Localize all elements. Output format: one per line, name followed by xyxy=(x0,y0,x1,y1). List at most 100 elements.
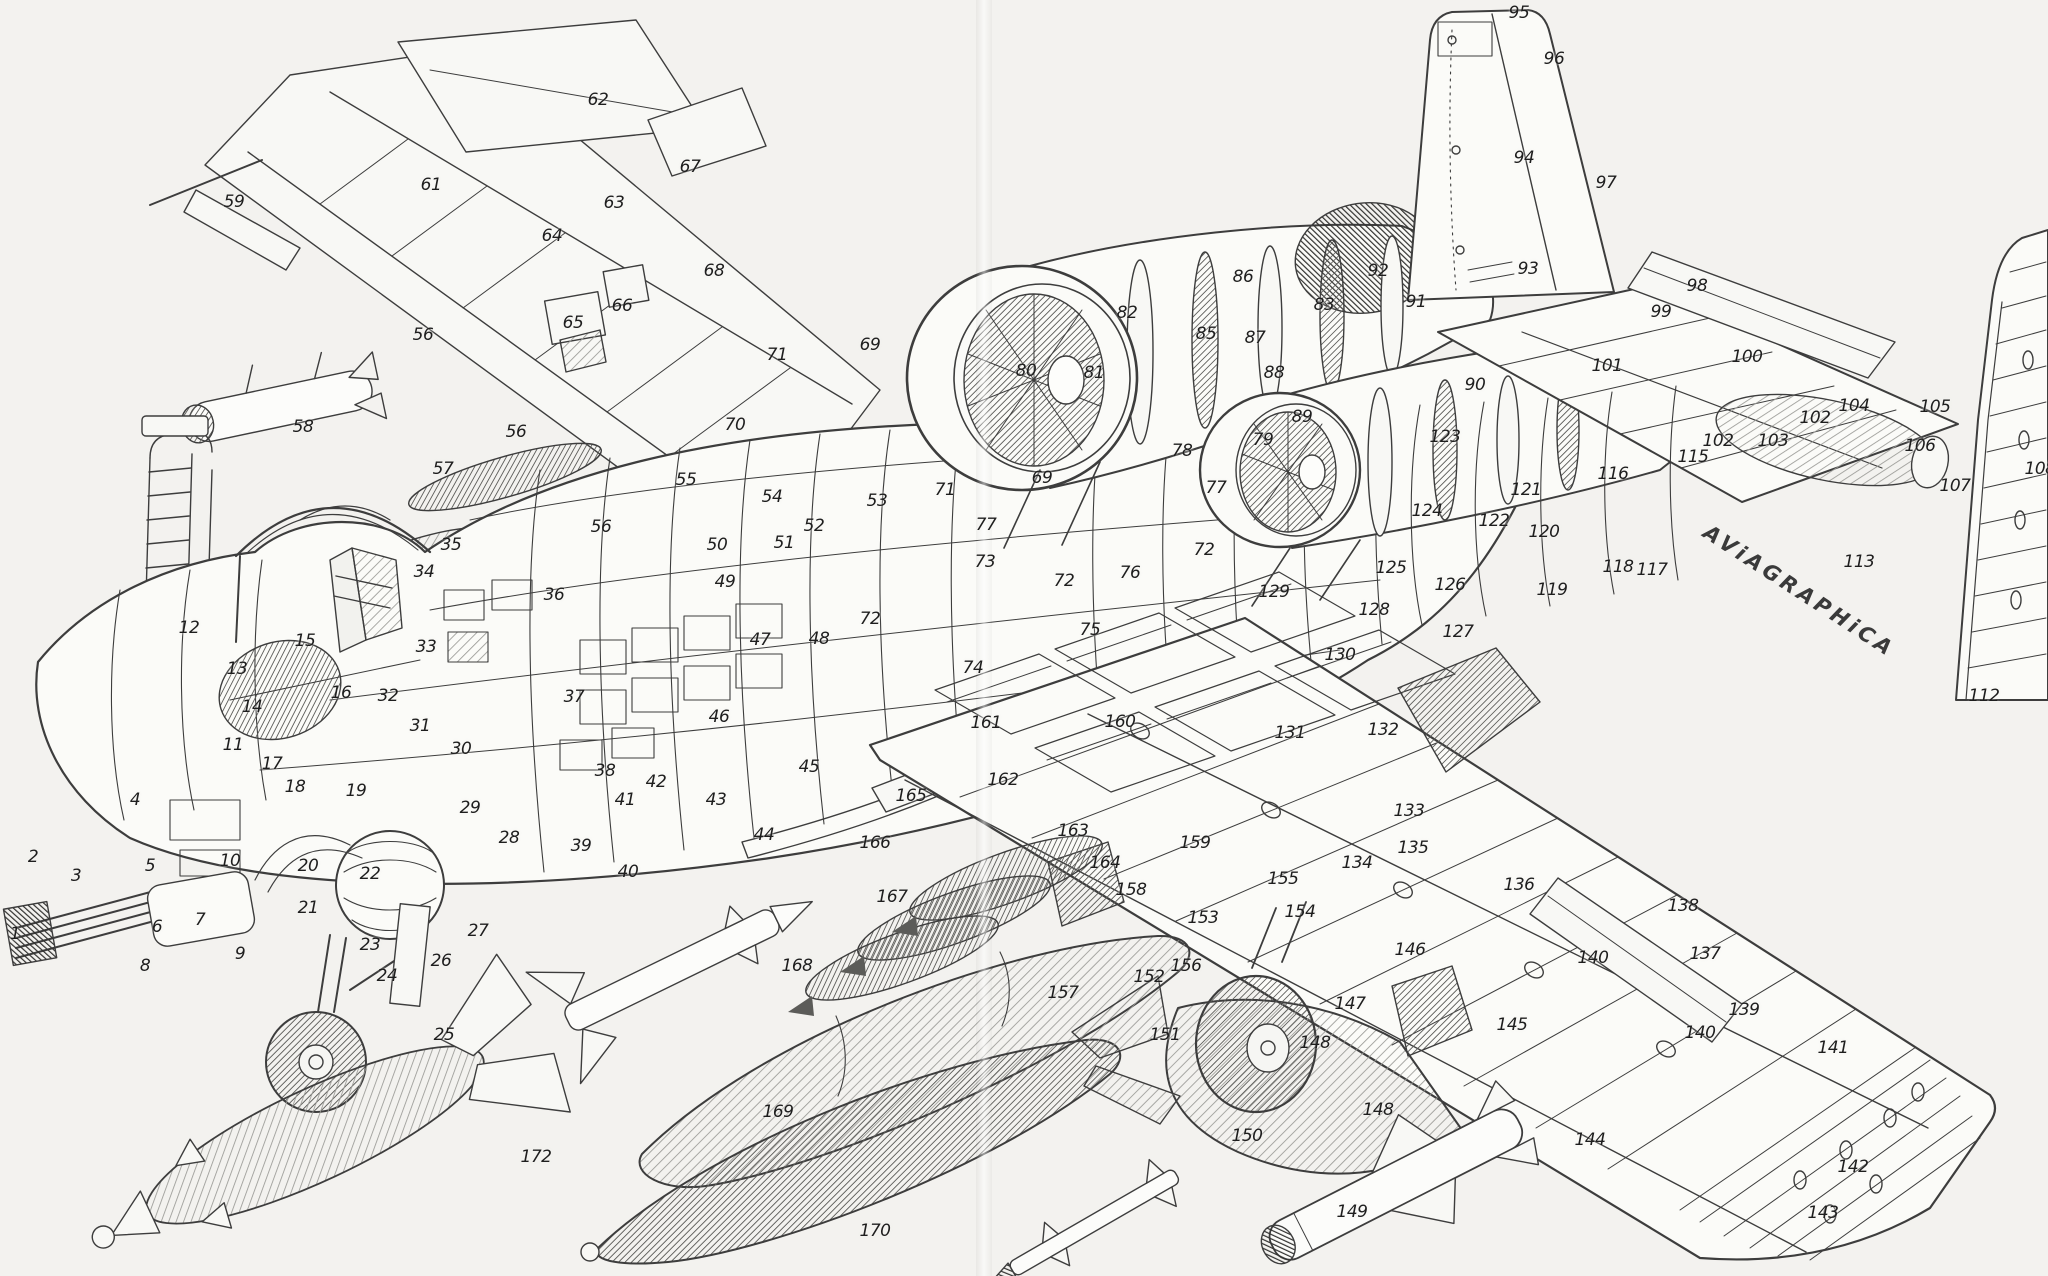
callout-76: 76 xyxy=(1119,563,1141,583)
callout-73: 73 xyxy=(974,552,996,572)
callout-38: 38 xyxy=(594,761,616,781)
callout-103: 103 xyxy=(1757,431,1789,451)
callout-51: 51 xyxy=(773,533,795,553)
callout-46: 46 xyxy=(708,707,730,727)
callout-169: 169 xyxy=(762,1102,794,1122)
callout-107: 107 xyxy=(1939,476,1971,496)
callout-72: 72 xyxy=(1193,540,1215,560)
callout-130: 130 xyxy=(1324,645,1356,665)
callout-102: 102 xyxy=(1702,431,1734,451)
callout-7: 7 xyxy=(194,910,206,930)
callout-83: 83 xyxy=(1313,295,1335,315)
callout-71: 71 xyxy=(766,345,788,365)
main-gear xyxy=(1165,901,1463,1175)
callout-104: 104 xyxy=(1838,396,1870,416)
callout-81: 81 xyxy=(1083,363,1105,383)
callout-132: 132 xyxy=(1367,720,1399,740)
callout-139: 139 xyxy=(1728,1000,1760,1020)
callout-128: 128 xyxy=(1358,600,1390,620)
callout-101: 101 xyxy=(1591,356,1623,376)
callout-90: 90 xyxy=(1464,375,1486,395)
callout-6: 6 xyxy=(151,917,163,937)
callout-141: 141 xyxy=(1817,1038,1849,1058)
callout-137: 137 xyxy=(1689,944,1721,964)
callout-57: 57 xyxy=(432,459,454,479)
callout-158: 158 xyxy=(1115,880,1147,900)
callout-11: 11 xyxy=(222,735,244,755)
callout-35: 35 xyxy=(440,535,462,555)
callout-117: 117 xyxy=(1636,560,1668,580)
callout-33: 33 xyxy=(415,637,437,657)
callout-156: 156 xyxy=(1170,956,1202,976)
callout-29: 29 xyxy=(459,798,481,818)
callout-123: 123 xyxy=(1429,427,1461,447)
callout-56: 56 xyxy=(412,325,434,345)
callout-10: 10 xyxy=(219,851,241,871)
callout-48: 48 xyxy=(808,629,830,649)
callout-94: 94 xyxy=(1513,148,1535,168)
callout-24: 24 xyxy=(376,966,398,986)
right-wing xyxy=(868,571,1997,1261)
callout-77: 77 xyxy=(1205,478,1227,498)
callout-145: 145 xyxy=(1496,1015,1528,1035)
tail-fin-right xyxy=(1955,229,2048,701)
callout-56: 56 xyxy=(505,422,527,442)
elevator-panel xyxy=(1627,251,1896,379)
callout-20: 20 xyxy=(297,856,319,876)
callout-28: 28 xyxy=(498,828,520,848)
callout-42: 42 xyxy=(645,772,667,792)
callout-49: 49 xyxy=(714,572,736,592)
callout-99: 99 xyxy=(1650,302,1672,322)
callout-154: 154 xyxy=(1284,902,1316,922)
callout-152: 152 xyxy=(1133,967,1165,987)
callout-89: 89 xyxy=(1291,407,1313,427)
callout-118: 118 xyxy=(1602,557,1634,577)
callout-140: 140 xyxy=(1577,948,1609,968)
callout-36: 36 xyxy=(543,585,565,605)
ejection-seat xyxy=(329,547,403,653)
callout-92: 92 xyxy=(1367,261,1389,281)
callout-127: 127 xyxy=(1442,622,1474,642)
callout-133: 133 xyxy=(1393,801,1425,821)
ecm-pod xyxy=(180,351,388,444)
callout-166: 166 xyxy=(859,833,891,853)
callout-1: 1 xyxy=(9,924,21,944)
callout-22: 22 xyxy=(359,864,381,884)
callout-55: 55 xyxy=(675,470,697,490)
callout-43: 43 xyxy=(705,790,727,810)
callout-165: 165 xyxy=(895,786,927,806)
callout-50: 50 xyxy=(706,535,728,555)
callout-69: 69 xyxy=(859,335,881,355)
callout-14: 14 xyxy=(241,697,263,717)
callout-67: 67 xyxy=(679,157,701,177)
callout-25: 25 xyxy=(433,1025,455,1045)
callout-75: 75 xyxy=(1079,620,1101,640)
callout-168: 168 xyxy=(781,956,813,976)
callout-96: 96 xyxy=(1543,49,1565,69)
callout-16: 16 xyxy=(330,683,352,703)
missile-168 xyxy=(525,900,813,1085)
maverick-missile xyxy=(1260,1080,1540,1265)
callout-121: 121 xyxy=(1510,480,1542,500)
callout-82: 82 xyxy=(1116,303,1138,323)
callout-31: 31 xyxy=(409,716,431,736)
callout-125: 125 xyxy=(1375,558,1407,578)
callout-106: 106 xyxy=(1904,436,1936,456)
callout-148: 148 xyxy=(1362,1100,1394,1120)
callout-131: 131 xyxy=(1274,723,1306,743)
callout-40: 40 xyxy=(617,862,639,882)
callout-167: 167 xyxy=(876,887,908,907)
callout-105: 105 xyxy=(1919,397,1951,417)
callout-102: 102 xyxy=(1799,408,1831,428)
callout-62: 62 xyxy=(587,90,609,110)
aileron-panel xyxy=(647,87,767,177)
callout-151: 151 xyxy=(1149,1025,1181,1045)
callout-66: 66 xyxy=(611,296,633,316)
callout-142: 142 xyxy=(1837,1157,1869,1177)
left-engine xyxy=(905,201,1495,549)
callout-170: 170 xyxy=(859,1221,891,1241)
callout-115: 115 xyxy=(1677,447,1709,467)
callout-72: 72 xyxy=(1053,571,1075,591)
callout-88: 88 xyxy=(1263,363,1285,383)
